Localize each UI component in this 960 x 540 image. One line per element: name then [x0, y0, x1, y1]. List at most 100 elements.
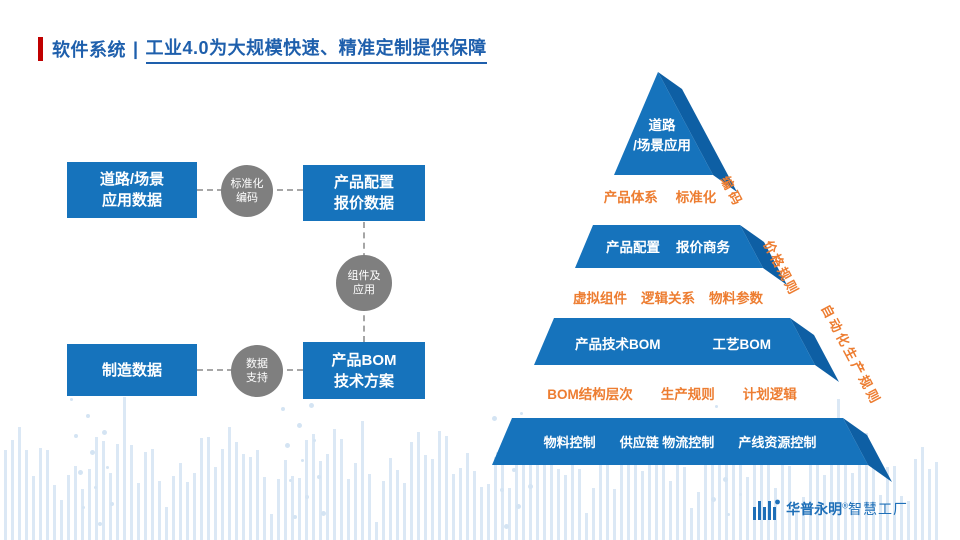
wave-bar: [697, 492, 700, 540]
wave-bar: [389, 458, 392, 540]
wave-bar: [739, 440, 742, 540]
wave-bar: [326, 454, 329, 540]
wave-bar: [858, 446, 861, 540]
logo-suffix: 智慧工厂: [848, 501, 908, 517]
title-accent-bar: [38, 37, 43, 61]
audio-wave-decoration: [4, 370, 960, 540]
gap2-item: 物料参数: [709, 291, 763, 306]
layer2-item: 报价商务: [676, 240, 730, 255]
wave-bar: [179, 463, 182, 540]
wave-bar: [81, 489, 84, 540]
layer3-item: 工艺BOM: [712, 337, 772, 352]
wave-bar: [872, 456, 875, 540]
decor-dot: [305, 495, 309, 499]
wave-bar: [109, 473, 112, 540]
decor-dot: [504, 524, 509, 529]
decor-dot: [293, 515, 297, 519]
flow-box-line: 报价数据: [333, 195, 394, 212]
wave-bar: [669, 481, 672, 540]
pyramid-layer1-line: /场景应用: [633, 137, 691, 153]
wave-bar: [865, 433, 868, 540]
wave-bar: [809, 457, 812, 540]
wave-bar: [907, 501, 910, 540]
gap2-item: 虚拟组件: [573, 291, 627, 306]
decor-dot: [727, 513, 730, 516]
wave-bar: [494, 457, 497, 540]
wave-bar: [900, 496, 903, 540]
decor-dot: [715, 405, 718, 408]
layer3-item: 产品技术BOM: [575, 337, 661, 352]
wave-bar: [403, 483, 406, 540]
wave-bar: [60, 500, 63, 540]
wave-bar: [767, 460, 770, 540]
pyramid-gap1-label: 产品体系 标准化: [560, 186, 760, 206]
pyramid-layer4-front-face: [492, 418, 868, 465]
gap2-item: 逻辑关系: [641, 291, 695, 306]
decor-dot: [86, 414, 90, 418]
decor-dot: [309, 403, 314, 408]
wave-bar: [851, 473, 854, 540]
pyramid-layer2-front-face: [575, 225, 763, 268]
wave-bar: [347, 479, 350, 540]
logo-text: 华普永明®智慧工厂: [786, 499, 908, 519]
logo: 华普永明®智慧工厂: [753, 498, 908, 520]
wave-bar: [298, 478, 301, 540]
wave-bar: [830, 457, 833, 540]
gap3-item: BOM结构层次: [547, 387, 633, 402]
wave-bar: [74, 466, 77, 540]
logo-registered-mark: ®: [842, 501, 848, 511]
wave-bar: [270, 514, 273, 540]
connector-component-application: 组件及 应用: [336, 255, 392, 311]
wave-bar: [760, 433, 763, 540]
pyramid-gap3-label: BOM结构层次 生产规则 计划逻辑: [512, 383, 832, 403]
decor-dot: [512, 468, 516, 472]
pyramid-layer2-side-face: [740, 225, 787, 285]
decor-dot: [301, 459, 304, 462]
wave-bar: [886, 467, 889, 540]
wave-bar: [536, 465, 539, 540]
wave-bar: [242, 454, 245, 540]
wave-bar: [571, 455, 574, 540]
decor-dot: [90, 450, 95, 455]
decor-dot: [74, 434, 78, 438]
wave-bar: [305, 440, 308, 540]
decor-dot: [285, 443, 290, 448]
title-separator: |: [133, 38, 139, 59]
flow-box-line: 制造数据: [101, 361, 162, 379]
wave-bar: [368, 474, 371, 540]
gap3-item: 计划逻辑: [742, 387, 797, 402]
wave-bar: [466, 453, 469, 540]
wave-bar: [921, 447, 924, 540]
wave-bar: [193, 473, 196, 540]
flow-box-line: 产品BOM: [331, 351, 397, 369]
wave-bar: [557, 469, 560, 540]
wave-bar: [333, 429, 336, 540]
connector-line: 标准化: [230, 177, 264, 190]
wave-bar: [214, 467, 217, 540]
wave-bar: [249, 457, 252, 540]
pyramid-layer4-label: 物料控制 供应链 物流控制 产线资源控制: [495, 432, 865, 451]
flow-box-road-scene-data: 道路/场景 应用数据: [67, 162, 197, 218]
wave-bar: [235, 442, 238, 540]
decor-dot: [313, 439, 316, 442]
wave-bar: [718, 452, 721, 540]
wave-bar: [256, 450, 259, 540]
decor-dot: [520, 412, 523, 415]
layer4-item: 物料控制: [543, 435, 596, 450]
wave-bar: [879, 495, 882, 540]
wave-bar: [424, 455, 427, 540]
decor-dot: [516, 504, 521, 509]
pyramid-layer2-label: 产品配置 报价商务: [568, 236, 768, 256]
wave-bar: [508, 488, 511, 540]
wave-bar: [515, 445, 518, 540]
wave-bar: [410, 442, 413, 540]
wave-bar: [375, 522, 378, 540]
wave-bar: [144, 452, 147, 540]
wave-bar: [186, 482, 189, 540]
pyramid-layer1-line: 道路: [648, 118, 676, 133]
wave-bar: [613, 489, 616, 540]
wave-bar: [459, 468, 462, 540]
wave-bar: [88, 469, 91, 540]
wave-bar: [753, 441, 756, 540]
wave-bar: [102, 441, 105, 540]
